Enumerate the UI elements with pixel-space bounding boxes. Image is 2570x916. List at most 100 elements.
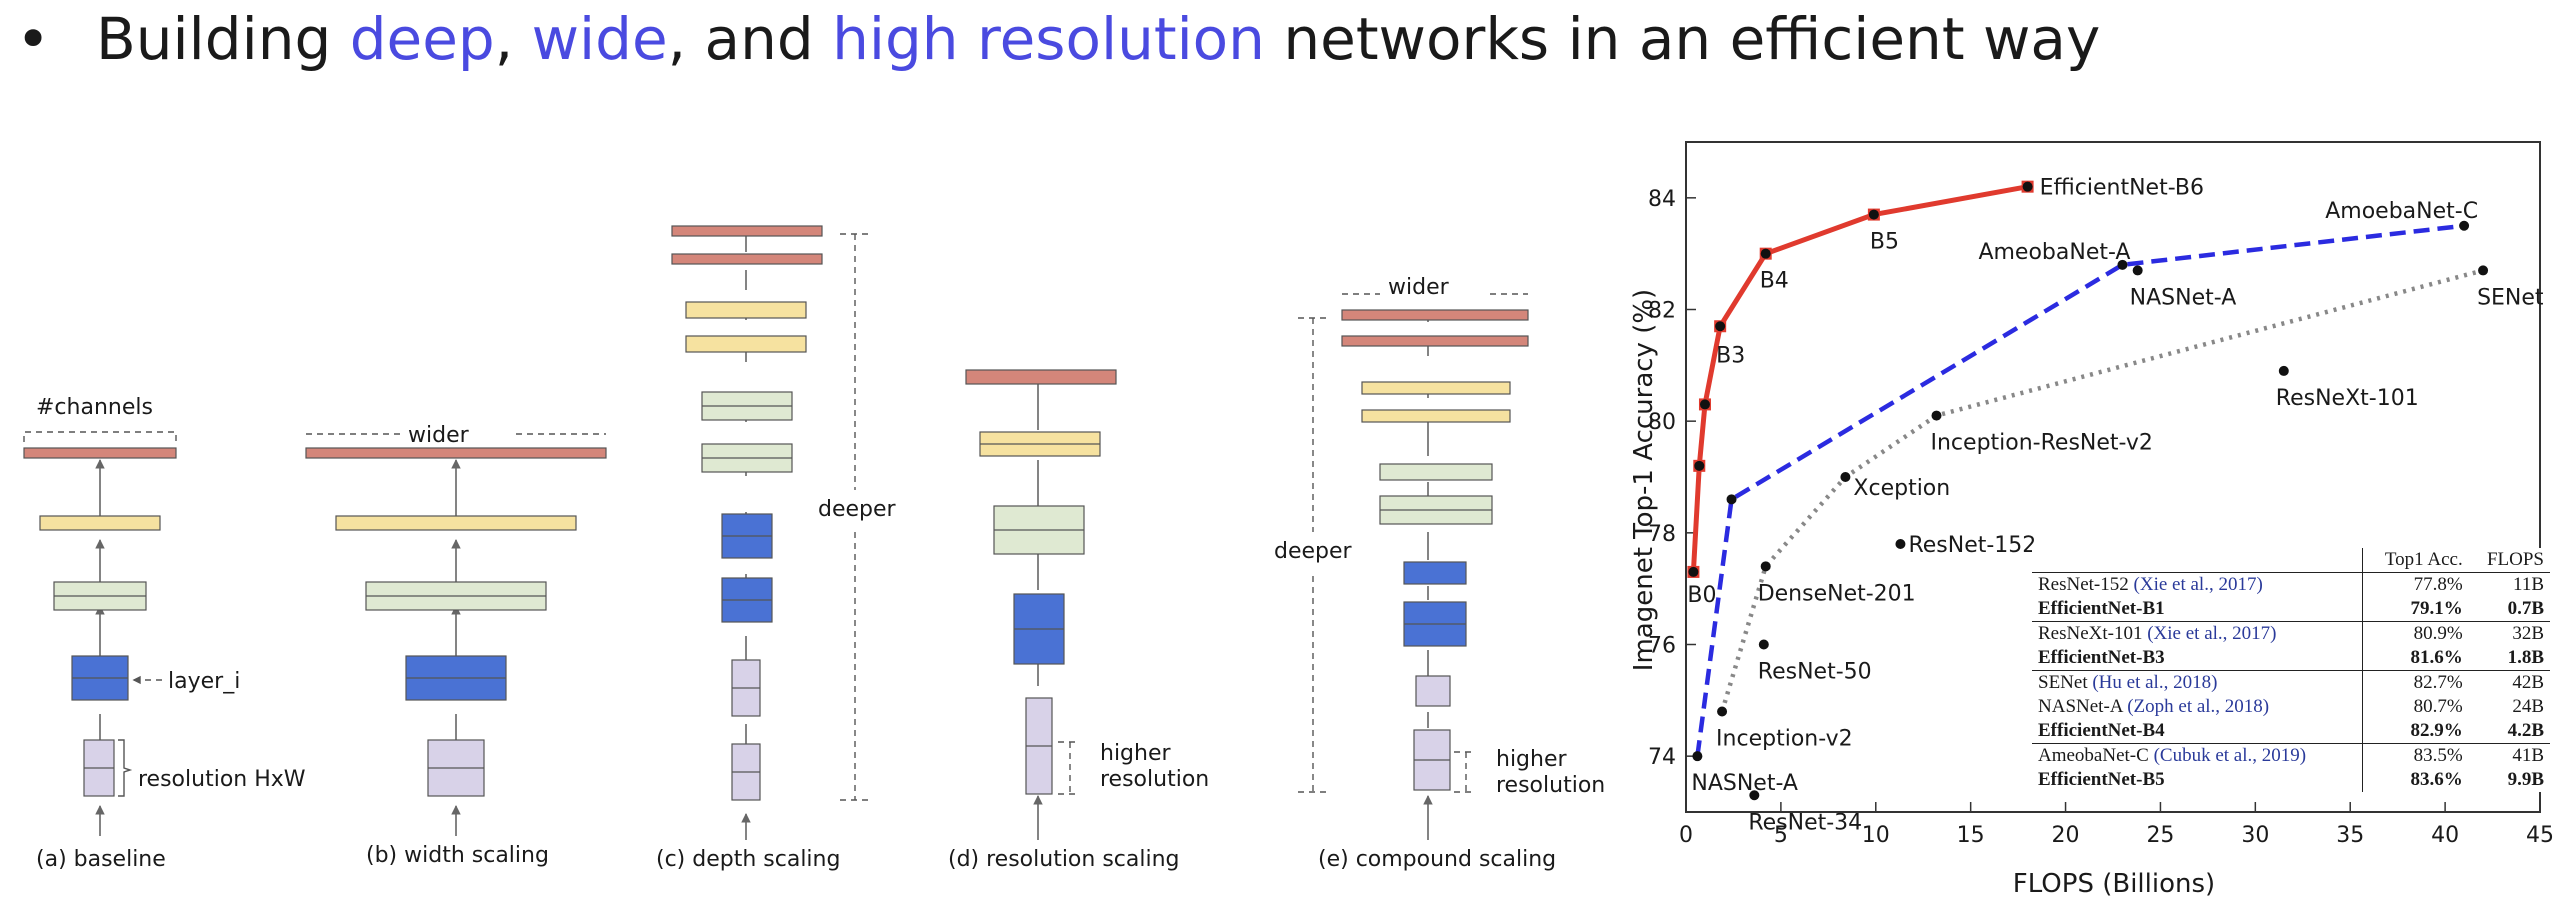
point-label: AmeobaNet-A [1978,240,2130,265]
table-cell-acc: 80.7% [2361,695,2469,719]
compound-output-layer-2 [1341,335,1529,347]
model-point [1931,410,1942,421]
resolution-output-layer [965,369,1117,385]
table-cell-flops: 42B [2468,670,2550,695]
table-row: EfficientNet-B4 82.9% 4.2B [2032,719,2550,744]
model-point [1760,561,1771,572]
model-name: SENet [2038,672,2093,693]
model-point [1717,706,1728,717]
table-header-model [2032,548,2363,573]
depth-deeper-label: deeper [818,497,897,522]
x-tick-label: 30 [2241,823,2269,848]
comparison-table: Top1 Acc. FLOPS ResNet-152 (Xie et al., … [2032,548,2550,792]
point-label: ResNet-152 [1908,533,2036,558]
model-citation: (Xie et al., 2017) [2147,623,2277,644]
table-cell-flops: 1.8B [2507,647,2544,668]
model-name: ResNeXt-101 [2038,623,2148,644]
model-point [2132,265,2143,276]
table-row: SENet (Hu et al., 2018)82.7%42B [2032,670,2550,695]
point-label: NASNet-A [1691,771,1798,796]
table-cell-model: SENet (Hu et al., 2018) [2032,670,2363,695]
table-cell-model: EfficientNet-B5 [2032,768,2362,792]
depth-fc-layer-2 [685,335,807,353]
width-fc-layer [335,515,577,531]
table-row: ResNeXt-101 (Xie et al., 2017)80.9%32B [2032,621,2550,646]
point-label: ResNet-34 [1748,810,1862,835]
compound-higher-label: higher [1496,747,1567,772]
model-point [2278,365,2289,376]
model-name: EfficientNet-B4 [2038,720,2165,741]
chart-x-axis-label: FLOPS (Billions) [2013,869,2215,899]
model-point [2459,220,2470,231]
point-label: B5 [1870,230,1899,255]
y-tick-label: 76 [1648,634,1676,659]
table-cell-model: EfficientNet-B4 [2032,719,2362,744]
y-tick-label: 82 [1648,299,1676,324]
point-label: ResNet-50 [1758,660,1872,685]
table-cell-acc: 83.5% [2361,743,2469,768]
width-caption: (b) width scaling [366,843,549,868]
x-tick-label: 15 [1957,823,1985,848]
table-cell-model: ResNet-152 (Xie et al., 2017) [2032,573,2362,598]
bullet-icon: • [16,5,51,73]
compound-input-1 [1415,675,1451,707]
point-label: B3 [1716,343,1745,368]
model-name: NASNet-A [2038,696,2128,717]
scaling-diagrams: #channels layer_i resolution HxW (a) bas… [23,225,1605,872]
model-point [1868,209,1879,220]
compound-blue-layer-1 [1403,561,1467,585]
baseline-fc-layer [39,515,161,531]
baseline-layer-label: layer_i [168,669,240,694]
table-cell-flops: 0.7B [2507,598,2544,619]
table-cell-flops: 4.2B [2507,720,2544,741]
headline-text-1: Building [96,5,350,73]
point-label: EfficientNet-B6 [2040,176,2204,201]
table-row: AmeobaNet-C (Cubuk et al., 2019)83.5%41B [2032,743,2550,768]
depth-output-layer-2 [671,253,823,265]
point-label: NASNet-A [2130,285,2237,310]
table-cell-acc: 82.7% [2361,670,2469,695]
model-name: EfficientNet-B3 [2038,647,2165,668]
point-label: DenseNet-201 [1758,581,1916,606]
x-tick-label: 40 [2431,823,2459,848]
table-cell-model: NASNet-A (Zoph et al., 2018) [2032,695,2362,719]
compound-caption: (e) compound scaling [1318,847,1556,872]
baseline-channels-label: #channels [36,395,153,420]
table-cell-acc: 80.9% [2361,621,2469,646]
compound-fc-layer-2 [1361,409,1511,423]
table-cell-model: AmeobaNet-C (Cubuk et al., 2019) [2032,743,2363,768]
point-label: Inception-ResNet-v2 [1931,431,2153,456]
compound-fc-layer-1 [1361,381,1511,395]
resolution-caption: (d) resolution scaling [948,847,1180,872]
compound-resolution-label: resolution [1496,773,1605,798]
table-row: ResNet-152 (Xie et al., 2017)77.8%11B [2032,572,2550,598]
headline-high-resolution: high resolution [832,5,1265,73]
baseline-resolution-label: resolution HxW [138,767,306,792]
model-point [1726,494,1737,505]
compound-wider-label: wider [1388,275,1450,300]
table-header-acc: Top1 Acc. [2361,548,2469,573]
point-label: SENet [2477,285,2544,310]
depth-caption: (c) depth scaling [656,847,840,872]
model-point [1694,460,1705,471]
model-point [1760,248,1771,259]
headline-deep: deep [349,5,495,73]
compound-deeper-label: deeper [1274,539,1353,564]
headline: •Building deep, wide, and high resolutio… [16,4,2100,74]
table-cell-model: EfficientNet-B3 [2032,646,2362,671]
table-cell-acc: 83.6% [2361,768,2469,792]
table-cell-flops: 41B [2468,743,2550,768]
model-citation: (Cubuk et al., 2019) [2153,745,2307,766]
compound-conv-layer-1 [1379,463,1493,481]
model-name: EfficientNet-B5 [2038,769,2165,790]
table-cell-acc: 82.9% [2361,719,2469,744]
width-output-layer [305,447,607,459]
point-label: B0 [1687,583,1716,608]
compound-output-layer-1 [1341,309,1529,321]
point-label: ResNeXt-101 [2276,386,2419,411]
model-point [2022,181,2033,192]
table-cell-model: ResNeXt-101 (Xie et al., 2017) [2032,621,2363,646]
